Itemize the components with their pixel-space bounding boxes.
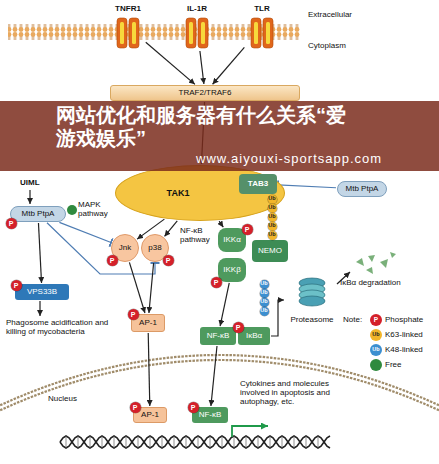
kinase-circle: p38 xyxy=(141,234,169,262)
legend-entry: K48-linked xyxy=(370,344,436,356)
arrow-connector xyxy=(211,346,217,406)
legend-entry: K63-linked xyxy=(370,329,436,341)
ubiquitin-mark: Ub xyxy=(260,280,269,289)
node-text: Mtb PtpA xyxy=(346,184,379,193)
receptor-symbol xyxy=(245,16,279,50)
node-text: TLR xyxy=(254,4,270,13)
arrow xyxy=(337,272,350,284)
annotation: NF-κB pathway xyxy=(180,226,214,244)
inhibition-line xyxy=(59,222,111,242)
annotation: UIML xyxy=(20,178,40,187)
annotation: Note: xyxy=(343,315,362,324)
node-text: TAK1 xyxy=(167,188,190,198)
arrow-connector xyxy=(164,221,177,237)
legend-entry: Free xyxy=(370,359,436,371)
transcription-factor: AP-1 xyxy=(131,314,165,332)
node-text: p38 xyxy=(148,243,161,252)
watermark-banner xyxy=(0,101,439,171)
arrow-connector xyxy=(213,47,245,84)
receptor: TNFR1 xyxy=(111,4,145,50)
free-ubiquitin xyxy=(67,205,77,215)
protein-box: VPS33B xyxy=(15,284,69,300)
node-text: Mtb PtpA xyxy=(22,209,55,218)
kinase-box: IKKβ xyxy=(218,258,246,282)
proteasome: Proteasome xyxy=(285,276,339,324)
legend-entry: Phosphate xyxy=(370,314,436,326)
proteasome-symbol xyxy=(285,276,339,310)
legend-text: K63-linked xyxy=(385,329,436,341)
node-text: Proteasome xyxy=(290,315,333,324)
arrow-connector xyxy=(149,263,154,313)
node-text: AP-1 xyxy=(141,410,159,419)
annotation: Phagosome acidification and killing of m… xyxy=(6,318,110,336)
ubiquitin-mark: Ub xyxy=(260,289,269,298)
node-text: NEMO xyxy=(258,246,282,255)
node-text: TNFR1 xyxy=(115,4,141,13)
arrow-connector xyxy=(271,300,284,336)
node-text: IL-1R xyxy=(187,4,207,13)
ubiquitin-mark: Ub xyxy=(268,213,277,222)
ubiquitin-mark: Ub xyxy=(268,231,277,240)
legend-text: K48-linked xyxy=(385,344,436,356)
protein-box: Mtb PtpA xyxy=(10,206,66,222)
receptor-symbol xyxy=(180,16,214,50)
arrow-connector xyxy=(38,223,41,283)
arrow-connector xyxy=(146,42,195,84)
legend-swatch xyxy=(370,359,382,371)
protein-box: NEMO xyxy=(252,240,288,262)
arrow-connector xyxy=(220,283,229,326)
node-text: NF-κB xyxy=(207,331,230,340)
protein-box: Mtb PtpA xyxy=(337,181,387,197)
kinase-circle: Jnk xyxy=(111,234,139,262)
arrow-connector xyxy=(219,221,223,227)
annotation: Cytokines and molecules involved in apop… xyxy=(240,379,340,407)
inhibition-line xyxy=(47,223,155,274)
ubiquitin-mark: Ub xyxy=(268,222,277,231)
arrow-connector xyxy=(200,51,204,84)
legend-swatch xyxy=(370,314,382,326)
annotation: Extracellular xyxy=(308,10,352,19)
node-text: IκBα xyxy=(246,331,262,340)
arrow-connector xyxy=(148,333,150,406)
degradation-fragments xyxy=(356,252,396,274)
arrow xyxy=(29,190,30,204)
node-text: TRAF2/TRAF6 xyxy=(179,88,232,97)
annotation: Nucleus xyxy=(48,394,77,403)
legend-swatch xyxy=(370,344,382,356)
legend-text: Phosphate xyxy=(385,314,436,326)
transcription-arrow xyxy=(232,426,268,437)
legend-swatch xyxy=(370,329,382,341)
arrow-connector xyxy=(129,262,145,313)
node-text: IKKβ xyxy=(223,265,241,274)
nuclear-envelope xyxy=(0,355,439,410)
receptor: IL-1R xyxy=(180,4,214,50)
arrow xyxy=(39,301,40,316)
ubiquitin-mark: Ub xyxy=(260,298,269,307)
protein-box: TAB3 xyxy=(239,174,277,194)
transcription-factor: AP-1 xyxy=(133,407,167,423)
annotation: MAPK pathway xyxy=(78,200,114,218)
kinase-box: IKKα xyxy=(218,228,246,252)
node-text: VPS33B xyxy=(27,287,57,296)
receptor-symbol xyxy=(111,16,145,50)
node-text: Jnk xyxy=(119,243,131,252)
annotation: IκBα degradation xyxy=(340,278,401,287)
node-text: TAB3 xyxy=(248,179,268,188)
receptor: TLR xyxy=(245,4,279,50)
transcription-factor: NF-κB xyxy=(192,407,228,423)
ubiquitin-mark: Ub xyxy=(260,307,269,316)
adaptor-band: TRAF2/TRAF6 xyxy=(110,85,300,101)
node-text: NF-κB xyxy=(199,410,222,419)
transcription-factor: NF-κB xyxy=(200,327,236,345)
inhibition-line xyxy=(278,185,336,188)
inhibitor-box: IκBα xyxy=(238,327,270,345)
legend-text: Free xyxy=(385,359,436,371)
dna-helix xyxy=(60,436,330,448)
node-text: IKKα xyxy=(223,235,241,244)
node-text: AP-1 xyxy=(139,318,157,327)
annotation: Cytoplasm xyxy=(308,41,346,50)
